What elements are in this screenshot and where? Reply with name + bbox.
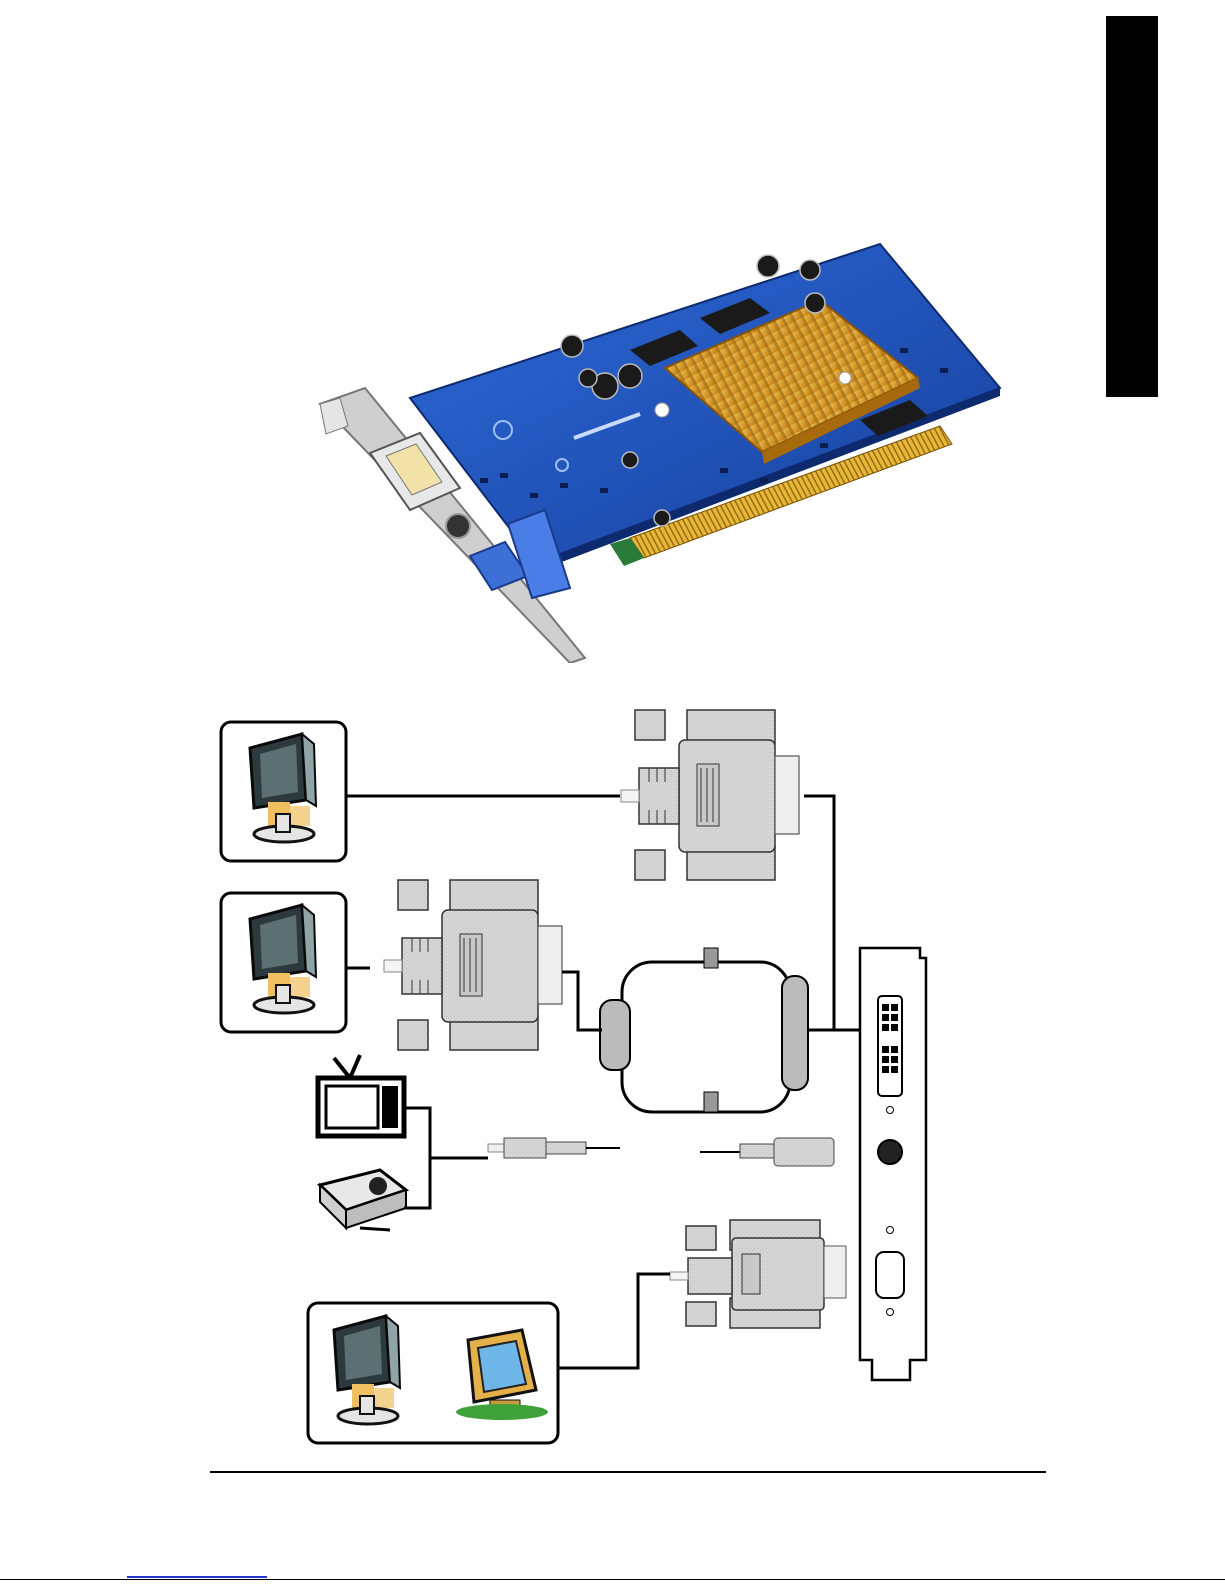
bottom-link-underline [127,1576,267,1578]
vga-cable-plug-bottom [670,1220,846,1328]
s-video-cable [488,1138,834,1166]
display-connection-diagram [210,700,950,1450]
bracket-vga-port [876,1252,904,1298]
vga-cable-plug [384,880,562,1050]
projector-icon [320,1170,406,1230]
bracket-s-video-port [878,1140,902,1164]
bottom-rule [0,1579,1225,1580]
graphics-card-photo [300,238,1010,663]
s-video-connector [446,514,470,538]
tv-icon [318,1055,404,1136]
language-side-tab [1106,16,1158,397]
dvi-cable-plug [621,710,799,880]
dvi-to-vga-adapter [600,948,808,1112]
card-bracket-illustration [860,948,926,1380]
footer-rule [210,1471,1046,1473]
bracket-dvi-port [878,996,902,1096]
